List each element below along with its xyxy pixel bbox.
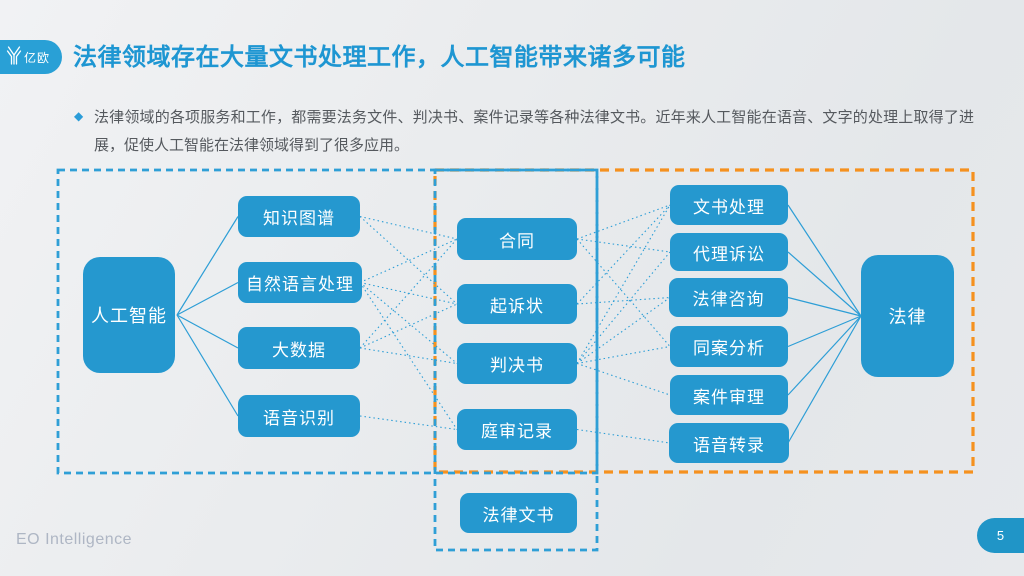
- connector-line: [576, 428, 671, 444]
- page-number: 5: [996, 528, 1005, 543]
- connector-line: [359, 282, 458, 364]
- bullet-diamond-icon: ◆: [74, 109, 84, 123]
- connector-line: [787, 251, 862, 317]
- node-document-2: 判决书: [457, 343, 577, 384]
- node-application-4: 案件审理: [670, 375, 788, 415]
- eo-logo-icon: [6, 44, 22, 71]
- connector-line: [359, 238, 458, 284]
- node-tech-3: 语音识别: [238, 395, 360, 437]
- intro-text: 法律领域的各项服务和工作，都需要法务文件、判决书、案件记录等各种法律文书。近年来…: [94, 109, 974, 154]
- node-law: 法律: [861, 255, 954, 377]
- node-document-0: 合同: [457, 218, 577, 260]
- connector-line: [576, 204, 671, 305]
- connector-line: [576, 204, 671, 240]
- connector-line: [359, 238, 458, 349]
- page-title: 法律领域存在大量文书处理工作，人工智能带来诸多可能: [73, 44, 686, 71]
- connector-line: [787, 315, 862, 396]
- connector-line: [359, 282, 458, 430]
- connector-line: [576, 238, 671, 347]
- connector-line: [576, 296, 671, 305]
- connector-line: [176, 314, 239, 417]
- connector-line: [176, 216, 239, 316]
- connector-line: [787, 315, 862, 348]
- node-application-3: 同案分析: [670, 326, 788, 367]
- page-number-pill: 5: [977, 518, 1024, 553]
- connector-line: [576, 251, 671, 364]
- node-application-0: 文书处理: [670, 185, 788, 225]
- logo-text: 亿欧: [24, 50, 51, 65]
- node-application-2: 法律咨询: [669, 278, 788, 317]
- brand-text: EO Intelligence: [16, 531, 133, 548]
- connector-line: [359, 215, 458, 240]
- connector-line: [359, 216, 458, 305]
- connector-line: [176, 281, 239, 316]
- connector-line: [787, 296, 862, 317]
- node-tech-1: 自然语言处理: [238, 262, 362, 303]
- connector-line: [176, 314, 239, 349]
- eo-logo: 亿欧: [0, 40, 62, 74]
- node-application-1: 代理诉讼: [670, 233, 788, 271]
- connector-line: [787, 204, 862, 317]
- connector-line: [576, 204, 671, 364]
- connector-line: [359, 303, 458, 349]
- node-tech-0: 知识图谱: [238, 196, 360, 237]
- connector-line: [576, 362, 671, 396]
- node-tech-2: 大数据: [238, 327, 360, 369]
- node-artificial-intelligence: 人工智能: [83, 257, 175, 373]
- connector-line: [359, 281, 458, 305]
- connector-line: [576, 345, 671, 365]
- connector-line: [359, 347, 458, 365]
- connector-line: [787, 315, 862, 444]
- node-document-3: 庭审记录: [457, 409, 577, 450]
- node-document-category: 法律文书: [460, 493, 577, 533]
- node-application-5: 语音转录: [669, 423, 789, 463]
- connector-line: [576, 238, 671, 253]
- node-document-1: 起诉状: [457, 284, 577, 324]
- connector-line: [576, 297, 671, 364]
- connector-line: [359, 415, 458, 431]
